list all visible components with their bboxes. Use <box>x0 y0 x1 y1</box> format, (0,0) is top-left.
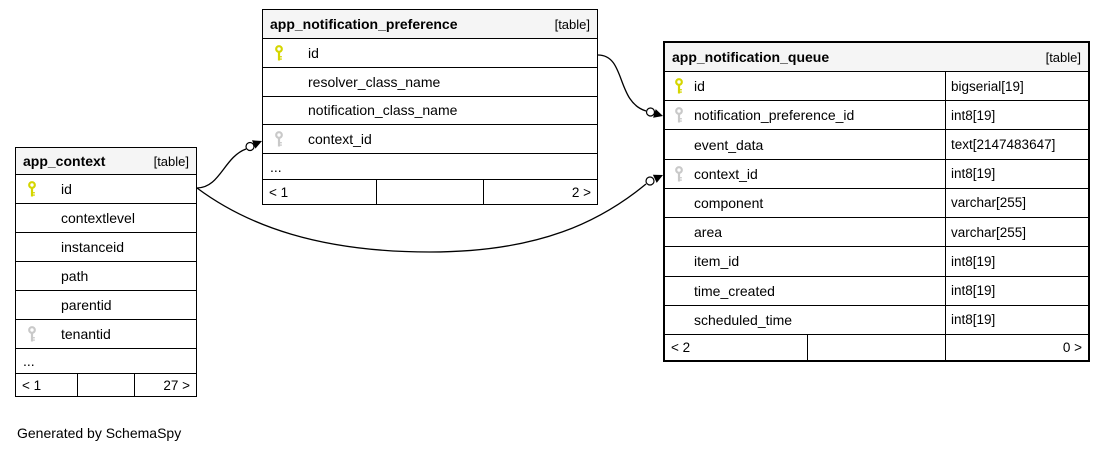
column-name-label: parentid <box>61 297 112 313</box>
hidden-columns-ellipsis: ... <box>263 154 597 180</box>
hidden-columns-ellipsis: ... <box>16 349 196 374</box>
column-row-id: id bigserial[19] <box>665 72 1088 102</box>
relationship-circle <box>245 141 255 152</box>
column-name-label: item_id <box>694 253 740 270</box>
column-row-contextlevel: contextlevel <box>16 204 196 233</box>
column-type-label: varchar[255] <box>945 218 1088 247</box>
column-row-item-id: item_id int8[19] <box>665 247 1088 277</box>
column-row-component: component varchar[255] <box>665 188 1088 219</box>
table-footer: < 1 27 > <box>16 374 196 396</box>
foreign-key-icon <box>275 131 283 147</box>
column-row-notification-class-name: notification_class_name <box>263 97 597 126</box>
column-name-label: notification_class_name <box>308 102 458 119</box>
table-app-notification-preference[interactable]: app_notification_preference [table] id r… <box>262 9 598 205</box>
column-name-label: notification_preference_id <box>694 107 855 124</box>
column-row-tenantid: tenantid <box>16 320 196 349</box>
column-type-label: int8[19] <box>945 247 1088 276</box>
column-name-label: id <box>694 78 705 95</box>
column-type-label: int8[19] <box>945 159 1088 188</box>
footer-left-relations-count: < 1 <box>22 377 42 393</box>
column-row-context-id: context_id <box>263 125 597 154</box>
column-row-notification-preference-id: notification_preference_id int8[19] <box>665 101 1088 131</box>
relationship-context-id-to-queue-context-id <box>196 174 663 253</box>
column-name-label: time_created <box>694 282 775 299</box>
generated-by-text: Generated by SchemaSpy <box>17 425 182 441</box>
column-name-label: event_data <box>694 136 764 153</box>
column-name-label: path <box>61 268 89 284</box>
footer-left-relations-count: < 1 <box>269 184 289 200</box>
column-row-context-id: context_id int8[19] <box>665 159 1088 189</box>
relationship-arrowhead <box>653 109 663 118</box>
column-name-label: instanceid <box>61 239 125 255</box>
column-type-label: int8[19] <box>945 101 1088 130</box>
column-type-label: int8[19] <box>945 276 1088 305</box>
relationship-line <box>196 148 247 189</box>
relationship-line <box>196 183 647 253</box>
relationship-circle <box>645 107 656 117</box>
footer-middle-cell <box>77 374 133 396</box>
relationship-line <box>597 54 647 112</box>
table-type-tag: [table] <box>554 16 590 32</box>
primary-key-icon <box>675 78 683 94</box>
column-name-label: id <box>61 181 72 197</box>
footer-right-relations-count: 2 > <box>483 180 597 204</box>
table-app-context[interactable]: app_context [table] id contextlevel inst… <box>15 147 197 397</box>
column-name-label: context_id <box>308 131 372 148</box>
primary-key-icon <box>275 44 283 61</box>
foreign-key-icon <box>28 326 36 342</box>
column-row-id: id <box>263 39 597 68</box>
column-type-label: varchar[255] <box>945 188 1088 218</box>
table-type-tag: [table] <box>1045 49 1081 65</box>
table-header: app_context [table] <box>16 148 196 175</box>
column-name-label: id <box>308 44 319 61</box>
column-name-label: component <box>694 194 764 211</box>
column-row-time-created: time_created int8[19] <box>665 276 1088 306</box>
primary-key-icon <box>28 181 36 197</box>
column-name-label: resolver_class_name <box>308 73 441 90</box>
relationship-context-id-to-pref-context-id <box>196 140 262 189</box>
column-type-label: text[2147483647] <box>945 130 1088 159</box>
column-name-label: contextlevel <box>61 210 135 226</box>
relationship-arrowhead <box>252 140 262 149</box>
relationship-circle <box>645 176 655 186</box>
foreign-key-icon <box>675 165 683 182</box>
footer-right-relations-count: 27 > <box>133 374 196 396</box>
table-app-notification-queue[interactable]: app_notification_queue [table] id bigser… <box>663 41 1090 362</box>
column-type-label: int8[19] <box>945 305 1088 334</box>
column-name-label: tenantid <box>61 326 111 342</box>
column-row-parentid: parentid <box>16 291 196 320</box>
column-row-event-data: event_data text[2147483647] <box>665 130 1088 160</box>
table-type-tag: [table] <box>153 153 189 169</box>
table-name-label: app_context <box>23 153 106 169</box>
column-name-label: area <box>694 224 723 241</box>
table-header: app_notification_queue [table] <box>665 43 1088 72</box>
table-name-label: app_notification_queue <box>672 49 830 65</box>
table-footer: < 1 2 > <box>263 180 597 204</box>
footer-middle-cell <box>807 334 944 360</box>
table-name-label: app_notification_preference <box>270 16 458 32</box>
column-row-instanceid: instanceid <box>16 233 196 262</box>
column-row-resolver-class-name: resolver_class_name <box>263 68 597 97</box>
table-header: app_notification_preference [table] <box>263 10 597 39</box>
table-footer: < 2 0 > <box>665 334 1088 360</box>
column-type-label: bigserial[19] <box>945 72 1088 101</box>
column-row-path: path <box>16 262 196 291</box>
column-row-scheduled-time: scheduled_time int8[19] <box>665 305 1088 335</box>
column-row-id: id <box>16 175 196 204</box>
relationship-arrowhead <box>652 174 663 183</box>
footer-left-relations-count: < 2 <box>671 339 691 355</box>
column-name-label: context_id <box>694 165 758 182</box>
column-name-label: scheduled_time <box>694 311 793 328</box>
relationship-pref-id-to-queue-preference-id <box>597 54 663 118</box>
footer-middle-cell <box>375 180 484 204</box>
column-row-area: area varchar[255] <box>665 218 1088 248</box>
foreign-key-icon <box>675 107 683 123</box>
footer-right-relations-count: 0 > <box>944 334 1088 360</box>
